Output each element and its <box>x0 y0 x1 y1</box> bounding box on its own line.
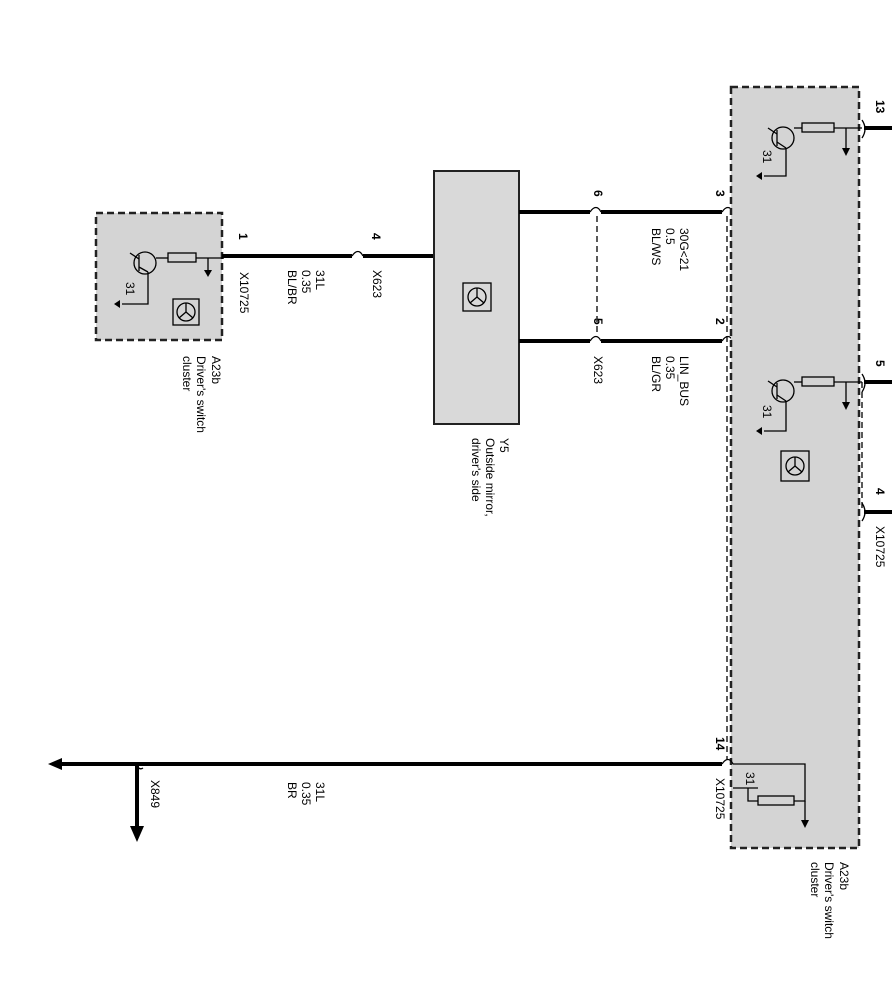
wire-bottom-gauge: 0.35 <box>299 782 313 806</box>
transistor-icon <box>767 379 795 403</box>
wire-mid-color: BL/GR <box>649 356 663 392</box>
small-switch-module: 31 A23b Driver's switch cluster 1 X10725 <box>94 211 251 433</box>
wire-mid-module-pin: 2 <box>713 318 727 325</box>
wire-bottom-color: BR <box>285 782 299 799</box>
big-module-connector-bottom: X10725 <box>713 778 727 820</box>
big-module-pin-14: 14 <box>713 737 727 751</box>
mirror-ref: Y5 <box>497 438 511 453</box>
big-ground-label-1: 31 <box>760 150 774 164</box>
small-module-desc-1: Driver's switch <box>194 356 208 433</box>
wire-mid-signal: LIN_BUS <box>677 356 691 406</box>
wire-left-signal: 31L <box>313 270 327 290</box>
wire-top-color: BL/WS <box>649 228 663 265</box>
wire-top-module-pin: 3 <box>713 190 727 197</box>
wire-top-signal: 30G<21 <box>677 228 691 271</box>
wire-bottom: X849 31L 0.35 BR 14 X10725 <box>48 737 734 842</box>
mirror-motor-icon <box>462 282 492 312</box>
ground-label: 31 <box>123 282 137 296</box>
wire-mid-mirror-connector: X623 <box>591 356 605 384</box>
big-module-ref: A23b <box>837 862 851 890</box>
switch-module-icon <box>780 450 810 482</box>
wire-left-mirror-pin: 4 <box>369 233 383 240</box>
ground-terminal-icon <box>756 427 762 435</box>
wire-top: 6 3 30G<21 0.5 BL/WS <box>519 190 734 271</box>
wire-mid-gauge: 0.35 <box>663 356 677 380</box>
switch-module-icon <box>172 298 200 326</box>
wire-left: 31L 0.35 BL/BR 4 X623 <box>222 233 434 305</box>
outside-mirror: Y5 Outside mirror, driver's side <box>433 170 520 517</box>
big-module-outline <box>729 85 861 850</box>
ground-terminal-icon <box>756 172 762 180</box>
wire-bottom-signal: 31L <box>313 782 327 802</box>
small-module-pin: 1 <box>236 233 250 240</box>
down-arrow-icon <box>130 826 144 842</box>
big-ground-label-3: 31 <box>743 772 757 786</box>
ground-end-arrow-icon <box>48 758 62 770</box>
ground-terminal-icon <box>114 300 120 308</box>
small-module-connector: X10725 <box>237 272 251 314</box>
big-module-desc-2: cluster <box>808 862 822 897</box>
small-module-ref: A23b <box>209 356 223 384</box>
ground-arrow-icon <box>204 258 212 277</box>
ground-arrow-icon <box>842 382 850 410</box>
mirror-desc-1: Outside mirror, <box>483 438 497 517</box>
small-module-desc-2: cluster <box>180 356 194 391</box>
big-switch-module: 31 31 <box>726 85 892 939</box>
wire-top-mirror-pin: 6 <box>591 190 605 197</box>
ground-arrow-icon <box>842 128 850 156</box>
big-module-desc-1: Driver's switch <box>822 862 836 939</box>
transistor-icon <box>767 126 795 150</box>
small-module-outline <box>94 211 224 342</box>
transistor-icon <box>129 251 157 275</box>
wire-left-gauge: 0.35 <box>299 270 313 294</box>
big-module-pin-13: 13 <box>873 100 887 114</box>
big-module-pin-4: 4 <box>873 488 887 495</box>
wire-mid: 5 X623 2 LIN_BUS 0.35 BL/GR <box>519 318 734 406</box>
ground-arrow-icon <box>801 820 809 828</box>
wire-top-gauge: 0.5 <box>663 228 677 245</box>
wire-left-mirror-connector: X623 <box>370 270 384 298</box>
wire-mid-mirror-pin: 5 <box>591 318 605 325</box>
big-ground-label-2: 31 <box>760 405 774 419</box>
wire-left-color: BL/BR <box>285 270 299 305</box>
big-module-connector-right: X10725 <box>873 526 887 568</box>
big-module-pin-5: 5 <box>873 360 887 367</box>
mirror-desc-2: driver's side <box>469 438 483 502</box>
wire-bottom-connector: X849 <box>148 780 162 808</box>
